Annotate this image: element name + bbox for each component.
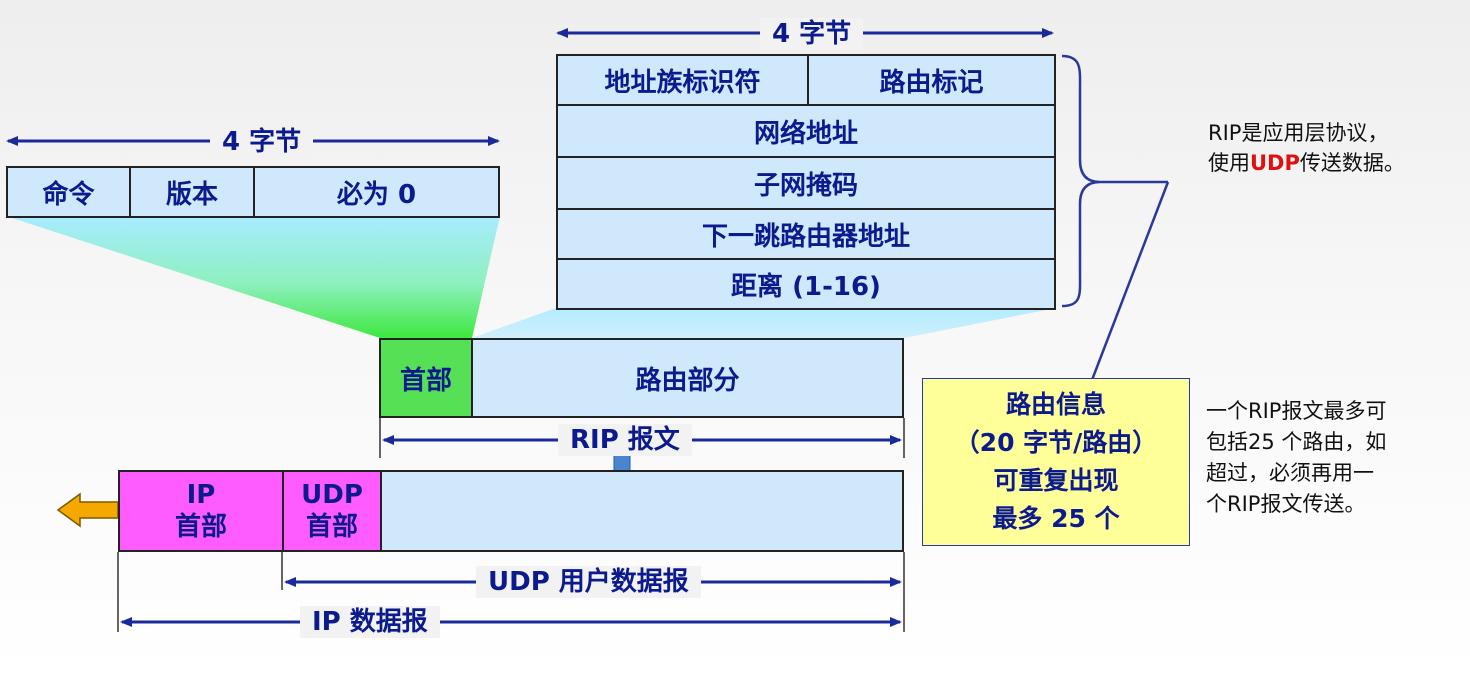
- ip-span-label: IP 数据报: [300, 606, 440, 638]
- route-info-line-4: 最多 25 个: [992, 504, 1120, 533]
- udp-payload-block: [380, 470, 904, 552]
- route-projection: [472, 308, 1056, 338]
- field-command: 命令: [8, 168, 131, 216]
- field-subnet-mask: 子网掩码: [558, 158, 1054, 210]
- width-label-small: 4 字节: [210, 126, 314, 158]
- route-entry-row-1: 地址族标识符 路由标记: [558, 56, 1054, 106]
- route-info-line-3: 可重复出现: [993, 466, 1119, 495]
- field-distance: 距离 (1-16): [558, 260, 1054, 308]
- note-bottom-line-4: 个RIP报文传送。: [1206, 492, 1366, 516]
- header-projection: [6, 216, 500, 338]
- route-entry-brace: [1061, 54, 1101, 308]
- ip-header-block: IP 首部: [118, 470, 284, 552]
- field-address-family: 地址族标识符: [558, 56, 809, 104]
- note-bottom-line-1: 一个RIP报文最多可: [1206, 399, 1387, 423]
- note-top-line-2-pre: 使用: [1208, 151, 1250, 175]
- note-max-routes: 一个RIP报文最多可 包括25 个路由，如 超过，必须再用一 个RIP报文传送。: [1206, 396, 1386, 520]
- udp-span-label: UDP 用户数据报: [476, 566, 701, 598]
- route-info-line-2: （20 字节/路由）: [954, 428, 1158, 457]
- width-label-route: 4 字节: [760, 18, 864, 50]
- note-top-line-1: RIP是应用层协议，: [1208, 121, 1389, 145]
- brace-connector-diag: [1090, 181, 1170, 381]
- rip-header-block: 首部: [379, 338, 473, 418]
- note-top-line-2: 使用UDP传送数据。: [1208, 148, 1405, 178]
- field-next-hop: 下一跳路由器地址: [558, 210, 1054, 260]
- note-top-line-2-post: 传送数据。: [1299, 151, 1405, 175]
- rip-header-format: 命令 版本 必为 0: [6, 166, 500, 218]
- note-bottom-line-2: 包括25 个路由，如: [1206, 430, 1387, 454]
- udp-header-block: UDP 首部: [282, 470, 382, 552]
- route-info-line-1: 路由信息: [1005, 390, 1106, 419]
- note-top-udp: UDP: [1250, 151, 1300, 175]
- rip-span-label: RIP 报文: [558, 424, 692, 456]
- field-must-be-zero: 必为 0: [255, 168, 498, 216]
- route-info-box: 路由信息 （20 字节/路由） 可重复出现 最多 25 个: [922, 378, 1190, 546]
- send-left-arrow: [56, 492, 119, 528]
- routing-part-block: 路由部分: [471, 338, 904, 418]
- route-entry-format: 地址族标识符 路由标记 网络地址 子网掩码 下一跳路由器地址 距离 (1-16): [556, 54, 1056, 310]
- note-bottom-line-3: 超过，必须再用一: [1206, 461, 1374, 485]
- field-version: 版本: [131, 168, 255, 216]
- field-network-address: 网络地址: [558, 106, 1054, 158]
- field-route-tag: 路由标记: [809, 56, 1054, 104]
- note-rip-application-layer: RIP是应用层协议， 使用UDP传送数据。: [1208, 118, 1405, 178]
